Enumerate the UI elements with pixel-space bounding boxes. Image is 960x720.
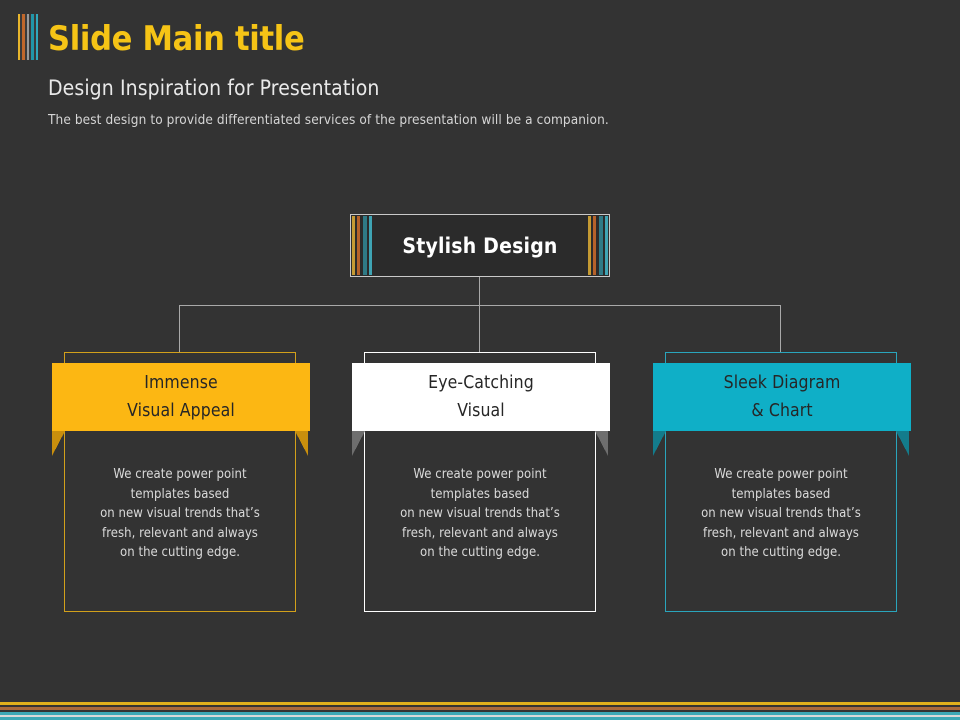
diagram-card-sleek-diagram[interactable]: Sleek Diagram & Chart We create power po… bbox=[653, 352, 911, 612]
stripe-teal-dark bbox=[31, 14, 34, 60]
stripe-light bbox=[0, 715, 960, 717]
slide-description: The best design to provide differentiate… bbox=[48, 112, 609, 128]
diagram-root-label: Stylish Design bbox=[402, 233, 558, 258]
card-body-line: fresh, relevant and always bbox=[402, 525, 558, 541]
card-body-line: fresh, relevant and always bbox=[703, 525, 859, 541]
ribbon-tail-left bbox=[52, 431, 65, 456]
card-body-line: on new visual trends that’s bbox=[701, 506, 861, 521]
stripe-gap bbox=[34, 14, 36, 60]
card-body-line: templates based bbox=[430, 486, 530, 502]
stripe-gap bbox=[20, 14, 22, 60]
stripe-gap bbox=[25, 14, 27, 60]
connector-branch-middle bbox=[479, 305, 480, 353]
stripe-teal bbox=[36, 14, 38, 60]
root-node-left-stripes bbox=[352, 216, 372, 275]
card-body-line: on the cutting edge. bbox=[420, 545, 540, 560]
card-ribbon-header: Sleek Diagram & Chart bbox=[653, 363, 911, 431]
stripe-orange bbox=[22, 14, 25, 60]
stripe-gap bbox=[603, 216, 605, 275]
stripe-gold bbox=[352, 216, 355, 275]
stripe-gap bbox=[591, 216, 593, 275]
stripe-teal-dark bbox=[599, 216, 603, 275]
card-body-line: fresh, relevant and always bbox=[102, 525, 258, 541]
stripe-gap bbox=[360, 216, 363, 275]
root-node-right-stripes bbox=[588, 216, 608, 275]
stripe-gold bbox=[588, 216, 591, 275]
stripe-gold bbox=[18, 14, 20, 60]
card-body-line: We create power point bbox=[113, 467, 247, 482]
card-heading-line1: Sleek Diagram bbox=[723, 373, 841, 393]
diagram-card-immense[interactable]: Immense Visual Appeal We create power po… bbox=[52, 352, 310, 612]
card-heading-line1: Immense bbox=[144, 373, 218, 393]
card-heading-line2: Visual bbox=[457, 401, 505, 421]
stripe-gap bbox=[29, 14, 31, 60]
card-body-line: on the cutting edge. bbox=[721, 545, 841, 560]
stripe-gap bbox=[0, 698, 960, 702]
card-ribbon-header: Immense Visual Appeal bbox=[52, 363, 310, 431]
card-body-line: templates based bbox=[130, 486, 230, 502]
card-body-text: We create power point templates based on… bbox=[666, 465, 896, 563]
ribbon-tail-right bbox=[896, 431, 909, 456]
connector-horizontal-bus bbox=[179, 305, 781, 306]
card-body-line: on new visual trends that’s bbox=[100, 506, 260, 521]
ribbon-tail-left bbox=[352, 431, 365, 456]
card-heading-line2: Visual Appeal bbox=[127, 401, 235, 421]
stripe-teal bbox=[369, 216, 372, 275]
card-body-line: templates based bbox=[731, 486, 831, 502]
stripe-orange bbox=[357, 216, 360, 275]
diagram-root-node[interactable]: Stylish Design bbox=[350, 214, 610, 277]
stripe-teal bbox=[605, 216, 608, 275]
stripe-orange bbox=[593, 216, 596, 275]
card-body-text: We create power point templates based on… bbox=[365, 465, 595, 563]
ribbon-tail-left bbox=[653, 431, 666, 456]
connector-root-vertical bbox=[479, 276, 480, 306]
ribbon-tail-right bbox=[295, 431, 308, 456]
stripe-orange bbox=[0, 707, 960, 710]
stripe-teal bbox=[0, 717, 960, 720]
connector-branch-left bbox=[179, 305, 180, 353]
stripe-gap bbox=[0, 705, 960, 707]
slide-subtitle: Design Inspiration for Presentation bbox=[48, 76, 380, 100]
header-stripe-ornament bbox=[18, 14, 38, 60]
stripe-teal bbox=[0, 712, 960, 715]
card-body-text: We create power point templates based on… bbox=[65, 465, 295, 563]
stripe-gap bbox=[355, 216, 357, 275]
card-body-line: We create power point bbox=[714, 467, 848, 482]
stripe-gap bbox=[596, 216, 599, 275]
card-body-line: on the cutting edge. bbox=[120, 545, 240, 560]
ribbon-tail-right bbox=[595, 431, 608, 456]
card-ribbon-header: Eye-Catching Visual bbox=[352, 363, 610, 431]
footer-stripe-band bbox=[0, 698, 960, 720]
card-body-line: We create power point bbox=[413, 467, 547, 482]
stripe-gold bbox=[0, 702, 960, 705]
diagram-card-eye-catching[interactable]: Eye-Catching Visual We create power poin… bbox=[352, 352, 610, 612]
stripe-gap bbox=[367, 216, 369, 275]
stripe-grey bbox=[27, 14, 29, 60]
stripe-gap bbox=[0, 710, 960, 712]
card-heading-line1: Eye-Catching bbox=[428, 373, 534, 393]
slide-title: Slide Main title bbox=[48, 19, 305, 59]
stripe-teal-dark bbox=[363, 216, 367, 275]
card-body-line: on new visual trends that’s bbox=[400, 506, 560, 521]
connector-branch-right bbox=[780, 305, 781, 353]
card-heading-line2: & Chart bbox=[751, 401, 813, 421]
